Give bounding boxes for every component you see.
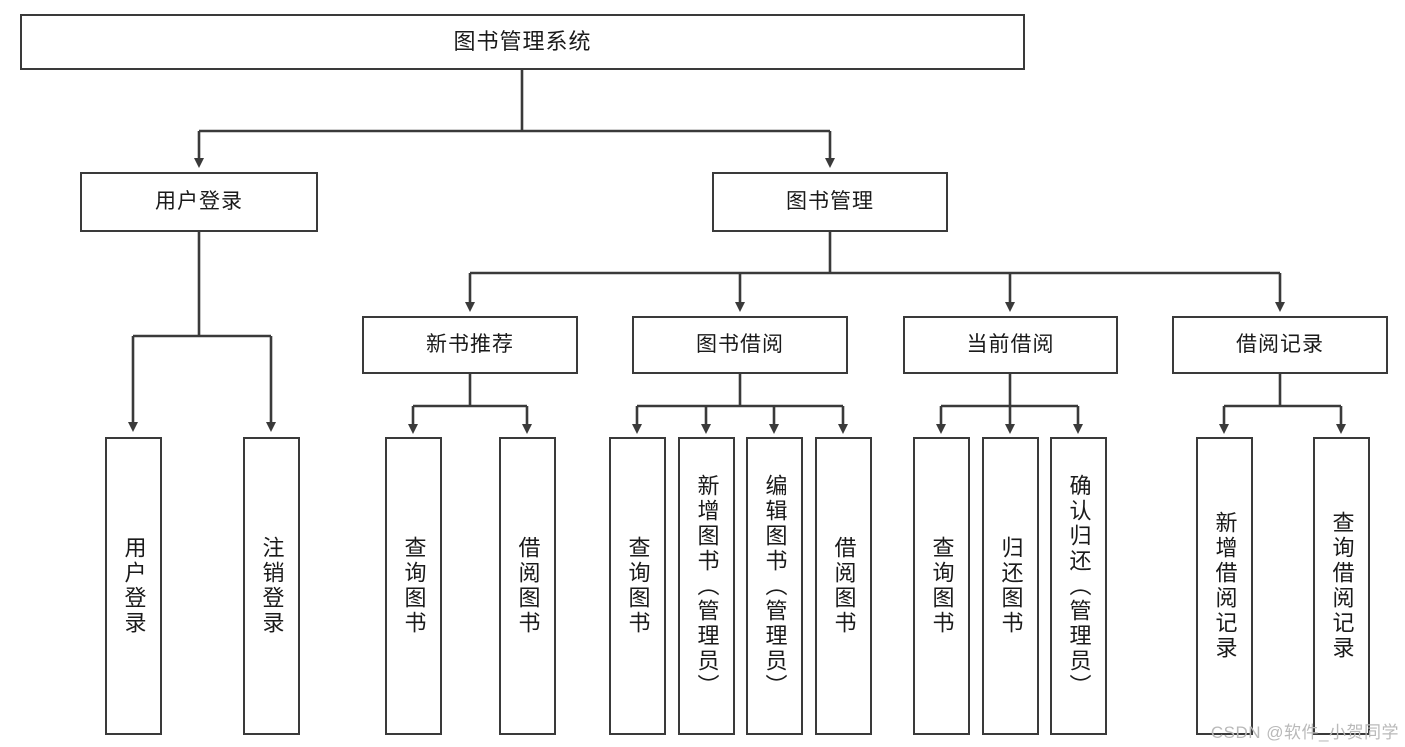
node-user-login[interactable]: 用户登录 <box>80 172 318 232</box>
leaf-user-logout-label: 注销登录 <box>259 536 285 636</box>
node-borrow-record-label: 借阅记录 <box>1236 333 1324 357</box>
node-new-book-recommend-label: 新书推荐 <box>426 333 514 357</box>
leaf-user-logout[interactable]: 注销登录 <box>243 437 300 735</box>
leaf-query-book-3-label: 查询图书 <box>929 536 955 636</box>
node-current-borrow[interactable]: 当前借阅 <box>903 316 1118 374</box>
leaf-add-record[interactable]: 新增借阅记录 <box>1196 437 1253 735</box>
leaf-confirm-return[interactable]: 确认归还（管理员） <box>1050 437 1107 735</box>
leaf-user-login[interactable]: 用户登录 <box>105 437 162 735</box>
leaf-query-book-3[interactable]: 查询图书 <box>913 437 970 735</box>
leaf-query-book-1[interactable]: 查询图书 <box>385 437 442 735</box>
node-root-label: 图书管理系统 <box>453 28 592 54</box>
leaf-borrow-book-1-label: 借阅图书 <box>515 536 541 636</box>
leaf-borrow-book-2[interactable]: 借阅图书 <box>815 437 872 735</box>
leaf-query-book-2[interactable]: 查询图书 <box>609 437 666 735</box>
node-root[interactable]: 图书管理系统 <box>20 14 1025 70</box>
leaf-add-book-label: 新增图书（管理员） <box>694 473 720 699</box>
node-current-borrow-label: 当前借阅 <box>966 333 1055 357</box>
leaf-add-record-label: 新增借阅记录 <box>1212 511 1238 661</box>
watermark: CSDN @软件_小贺同学 <box>1210 723 1399 742</box>
node-borrow-record[interactable]: 借阅记录 <box>1172 316 1388 374</box>
leaf-query-record-label: 查询借阅记录 <box>1329 511 1355 661</box>
node-book-borrow[interactable]: 图书借阅 <box>632 316 848 374</box>
node-book-manage-label: 图书管理 <box>786 190 874 214</box>
leaf-borrow-book-1[interactable]: 借阅图书 <box>499 437 556 735</box>
leaf-edit-book[interactable]: 编辑图书（管理员） <box>746 437 803 735</box>
leaf-query-record[interactable]: 查询借阅记录 <box>1313 437 1370 735</box>
leaf-user-login-label: 用户登录 <box>121 536 147 636</box>
leaf-borrow-book-2-label: 借阅图书 <box>831 536 857 636</box>
leaf-confirm-return-label: 确认归还（管理员） <box>1066 473 1092 699</box>
leaf-query-book-1-label: 查询图书 <box>401 536 427 636</box>
leaf-add-book[interactable]: 新增图书（管理员） <box>678 437 735 735</box>
leaf-edit-book-label: 编辑图书（管理员） <box>762 473 788 699</box>
leaf-query-book-2-label: 查询图书 <box>625 536 651 636</box>
node-book-manage[interactable]: 图书管理 <box>712 172 948 232</box>
leaf-return-book[interactable]: 归还图书 <box>982 437 1039 735</box>
leaf-return-book-label: 归还图书 <box>998 536 1024 636</box>
node-new-book-recommend[interactable]: 新书推荐 <box>362 316 578 374</box>
node-book-borrow-label: 图书借阅 <box>696 333 784 357</box>
node-user-login-label: 用户登录 <box>155 190 243 214</box>
